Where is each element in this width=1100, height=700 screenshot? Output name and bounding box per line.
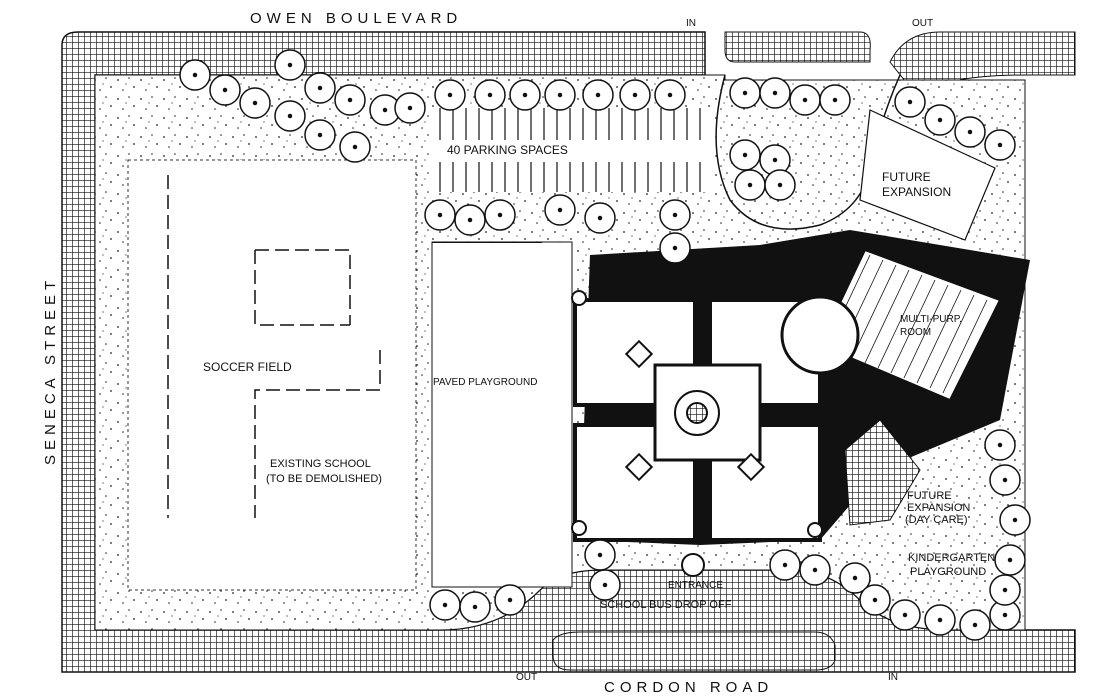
multipurpose-room-label: MULTI-PURP. xyxy=(900,314,962,325)
bus-drop-off-label: SCHOOL BUS DROP OFF xyxy=(600,599,732,611)
north-out-label: OUT xyxy=(912,18,933,29)
future-expansion-label-2: EXPANSION xyxy=(882,185,951,199)
existing-school-label: EXISTING SCHOOL xyxy=(270,458,371,470)
trees xyxy=(179,49,1031,641)
daycare-label-3: (DAY CARE) xyxy=(905,514,968,526)
parking-label: 40 PARKING SPACES xyxy=(447,143,568,157)
soccer-field-label: SOCCER FIELD xyxy=(203,360,292,374)
entrance-label: ENTRANCE xyxy=(668,580,723,591)
north-in-label: IN xyxy=(686,18,696,29)
kindergarten-playground-label-2: PLAYGROUND xyxy=(910,566,986,578)
street-owen-boulevard: OWEN BOULEVARD xyxy=(250,10,462,27)
street-seneca-street: SENECA STREET xyxy=(42,276,59,465)
multipurpose-room-label-2: ROOM xyxy=(900,327,931,338)
school-building xyxy=(571,230,1030,577)
south-out-label: OUT xyxy=(516,672,537,683)
soccer-field xyxy=(127,159,417,591)
future-expansion-label: FUTURE xyxy=(882,170,931,184)
future-expansion-area xyxy=(859,109,996,241)
south-in-label: IN xyxy=(888,672,898,683)
daycare-label: FUTURE xyxy=(907,490,952,502)
paved-playground-label: PAVED PLAYGROUND xyxy=(433,377,537,388)
street-cordon-road: CORDON ROAD xyxy=(604,679,773,696)
parking-lot xyxy=(430,108,710,192)
kindergarten-playground-label: KINDERGARTEN xyxy=(908,552,995,564)
existing-school-label-2: (TO BE DEMOLISHED) xyxy=(266,473,382,485)
daycare-label-2: EXPANSION xyxy=(907,502,970,514)
paved-playground xyxy=(431,241,573,588)
